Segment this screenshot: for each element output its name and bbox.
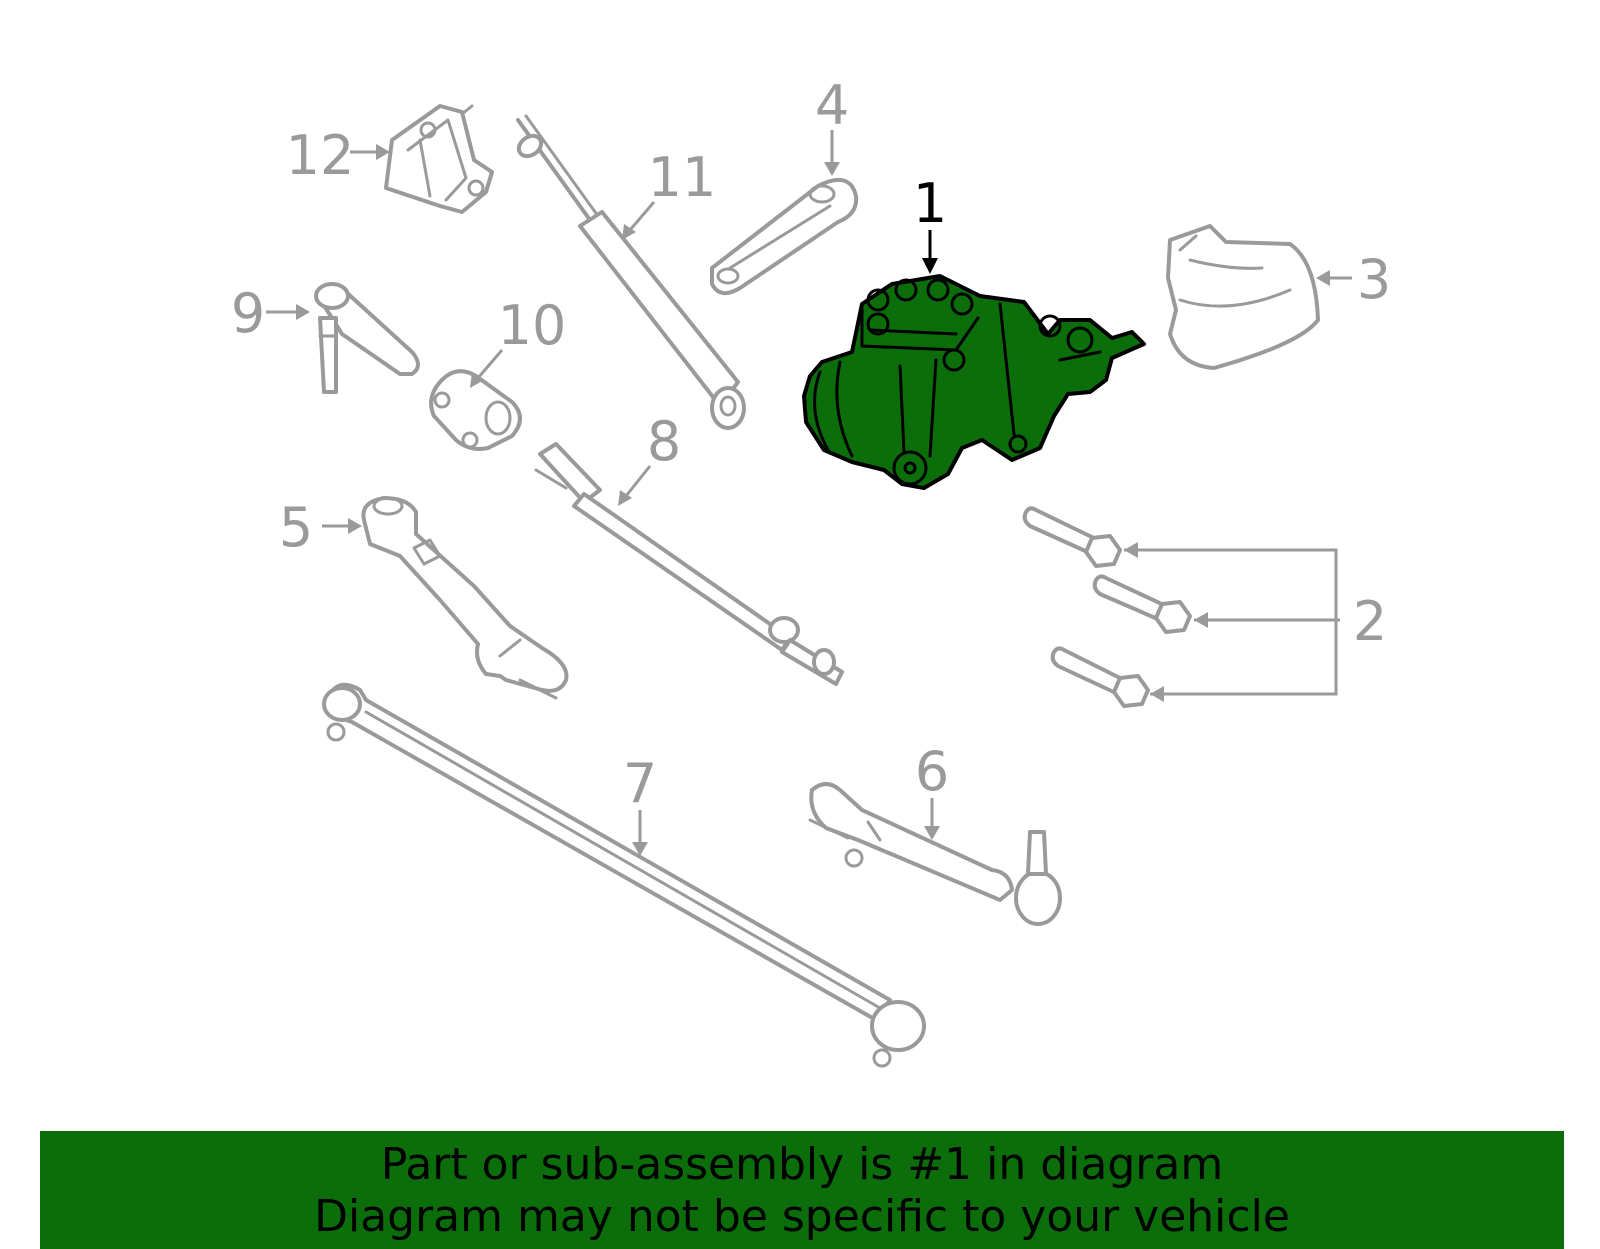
callout-5-label: 5 <box>279 496 313 559</box>
callout-12: 12 <box>286 124 390 187</box>
callout-3: 3 <box>1316 248 1391 311</box>
callout-2: 2 <box>1124 542 1387 702</box>
callout-6-label: 6 <box>915 740 949 803</box>
part-7-tie-rod[interactable] <box>322 682 926 1068</box>
part-6-tie-rod-end[interactable] <box>808 782 1062 926</box>
callout-8-label: 8 <box>647 410 681 473</box>
part-4-pitman-arm[interactable] <box>710 177 859 296</box>
info-banner: Part or sub-assembly is #1 in diagram Di… <box>40 1131 1564 1249</box>
callout-7-label: 7 <box>623 752 657 815</box>
callout-10: 10 <box>470 294 566 388</box>
part-9-tie-rod-end[interactable] <box>314 282 420 394</box>
bolt-3[interactable] <box>1050 646 1150 708</box>
callout-12-label: 12 <box>286 124 355 187</box>
part-8-drag-link[interactable] <box>534 442 844 686</box>
callout-6: 6 <box>915 740 949 840</box>
bolt-2[interactable] <box>1092 574 1192 634</box>
part-11-steering-damper[interactable] <box>515 114 746 430</box>
callout-2-label: 2 <box>1353 590 1387 653</box>
banner-line-2: Diagram may not be specific to your vehi… <box>314 1191 1290 1242</box>
callout-8: 8 <box>618 410 681 506</box>
part-10-clamp[interactable] <box>429 369 522 451</box>
banner-line-1: Part or sub-assembly is #1 in diagram <box>380 1139 1224 1190</box>
part-1-steering-gear[interactable] <box>802 274 1146 490</box>
part-3-boot[interactable] <box>1166 224 1320 370</box>
part-5-tie-rod-end[interactable] <box>361 496 569 700</box>
callout-4-label: 4 <box>815 74 849 137</box>
callout-11-label: 11 <box>648 146 717 209</box>
callout-10-label: 10 <box>498 294 567 357</box>
callout-5: 5 <box>279 496 362 559</box>
callout-1: 1 <box>913 172 947 274</box>
callout-3-label: 3 <box>1357 248 1391 311</box>
callout-9-label: 9 <box>231 282 265 345</box>
callout-9: 9 <box>231 282 310 345</box>
bolt-1[interactable] <box>1022 506 1122 568</box>
part-2-bolts[interactable] <box>1022 506 1192 708</box>
callout-11: 11 <box>622 146 716 240</box>
part-12-bracket[interactable] <box>384 104 494 214</box>
callout-4: 4 <box>815 74 849 176</box>
callout-1-label: 1 <box>913 172 947 235</box>
callout-7: 7 <box>623 752 657 856</box>
